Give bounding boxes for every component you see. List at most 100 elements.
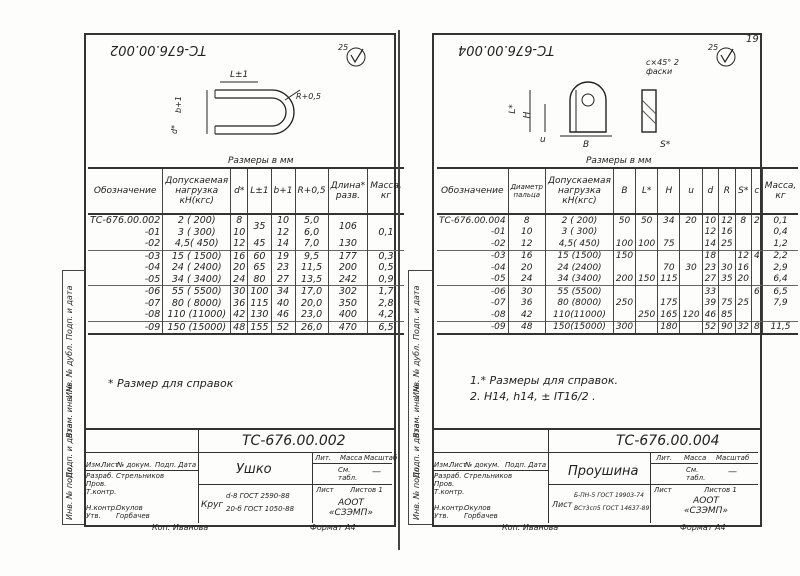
left-tb-role-8: Т.контр.	[86, 488, 117, 496]
left-tb-material-2: 20-б ГОСТ 1050-88	[226, 505, 295, 513]
col-load: Допускаемая нагрузка кН(кгс)	[544, 168, 614, 215]
left-tb-role-9: Н.контр.	[86, 504, 118, 512]
left-tb-role-5: Дата	[178, 461, 197, 469]
left-roughness: 25	[338, 43, 349, 52]
right-tb-sheet: Лист	[654, 486, 672, 494]
right-tb-role-3: № докум.	[465, 461, 500, 469]
right-tb-role-5: Дата	[528, 461, 547, 469]
right-tb-material-1: Б-ПН-5 ГОСТ 19903-74	[574, 492, 644, 499]
col-u: u	[679, 168, 703, 215]
right-tb-dash: —	[728, 467, 737, 477]
col-designation: Обозначение	[88, 168, 163, 215]
right-tb-role-7: Пров.	[434, 480, 455, 488]
right-tb-material-2: ВСт3сп5 ГОСТ 14637-89	[574, 505, 650, 512]
right-tb-name-3: Горбачев	[464, 512, 498, 520]
ushko-dim-L: L±1	[230, 70, 249, 80]
right-tb-name-1: Стрельников	[464, 472, 513, 480]
right-tb-role-2: Лист	[449, 461, 467, 469]
col-b: b+1	[270, 168, 296, 215]
col-d: d*	[230, 168, 248, 215]
left-title-code: ТС-676.00.002	[242, 433, 346, 449]
col-S: S*	[734, 168, 752, 215]
left-tb-sheets: Листов 1	[350, 486, 383, 494]
left-tb-role-6: Разраб.	[86, 472, 114, 480]
left-tb-scale: Масштаб	[364, 454, 398, 462]
left-tb-name-1: Стрельников	[116, 472, 165, 480]
left-tb-material-pre: Круг	[201, 500, 224, 510]
col-R: R+0,5	[294, 168, 329, 215]
ushko-dim-R: R+0,5	[296, 92, 321, 101]
right-tb-name-2: Окулов	[464, 504, 491, 512]
right-tb-role-4: Подп.	[505, 461, 527, 469]
right-rotated-code: ТС-676.00.004	[458, 42, 555, 57]
right-tb-mass: Масса	[684, 454, 707, 462]
right-tb-org: АООТ «СЗЭМП»	[684, 496, 728, 516]
right-units: Размеры в мм	[586, 156, 652, 166]
right-spec-table: Обозначение Диаметр пальца Допускаемая н…	[437, 167, 799, 335]
left-tb-name-2: Окулов	[116, 504, 143, 512]
right-page-number: 19	[746, 34, 759, 45]
right-tb-role-6: Разраб.	[434, 472, 462, 480]
left-tb-dash: —	[372, 467, 381, 477]
left-units: Размеры в мм	[228, 156, 294, 166]
col-mass: Масса, кг	[367, 168, 404, 215]
right-tb-material-pre: Лист	[552, 500, 573, 509]
left-tb-role-2: Лист	[101, 461, 119, 469]
ushko-dim-d: d*	[170, 124, 180, 135]
left-side-label-5: Инв. № подл.	[65, 464, 74, 520]
left-side-label-1: Подп. и дата	[65, 285, 74, 341]
right-tb-cm: См. табл.	[686, 466, 706, 482]
right-format: Формат А4	[680, 523, 726, 532]
left-tb-name-3: Горбачев	[116, 512, 150, 520]
left-tb-cm: См. табл.	[338, 466, 358, 482]
right-tb-scale: Масштаб	[716, 454, 750, 462]
right-note-1: 1.* Размеры для справок.	[470, 374, 619, 387]
col-designation: Обозначение	[437, 168, 509, 215]
proushina-chamfer: c×45° 2 фаски	[646, 58, 679, 76]
left-tb-role-10: Утв.	[86, 512, 101, 520]
proushina-dim-H: H	[522, 111, 533, 119]
col-H: H	[657, 168, 680, 215]
left-binding-strip	[62, 270, 85, 525]
left-title-block	[84, 428, 396, 527]
left-roughness-icon	[346, 47, 366, 67]
right-roughness: 25	[708, 43, 719, 52]
col-pin-diameter: Диаметр пальца	[507, 168, 546, 215]
right-side-label-1: Подп. и дата	[412, 285, 421, 341]
col-d: d	[701, 168, 719, 215]
col-L: L*	[635, 168, 658, 215]
left-copy: Коп. Иванова	[152, 523, 209, 532]
right-roughness-icon	[716, 47, 736, 67]
proushina-dim-L: L*	[507, 104, 518, 114]
right-copy: Коп. Иванова	[502, 523, 559, 532]
ushko-dim-b: b+1	[173, 96, 183, 113]
left-rotated-code: ТС-676.00.002	[110, 42, 207, 57]
right-tb-sheets: Листов 1	[704, 486, 737, 494]
right-side-label-5: Инв. № подл.	[412, 464, 421, 520]
proushina-dim-S: S*	[660, 140, 671, 150]
left-tb-role-4: Подп.	[155, 461, 177, 469]
left-tb-role-3: № докум.	[117, 461, 152, 469]
col-B: B	[612, 168, 636, 215]
proushina-dim-u: u	[540, 135, 546, 145]
left-tb-role-1: Изм.	[86, 461, 103, 469]
right-title-code: ТС-676.00.004	[616, 433, 720, 449]
left-spec-table: Обозначение Допускаемая нагрузка кН(кгс)…	[88, 167, 404, 335]
left-format: Формат А4	[310, 523, 356, 532]
proushina-drawing	[529, 81, 657, 137]
